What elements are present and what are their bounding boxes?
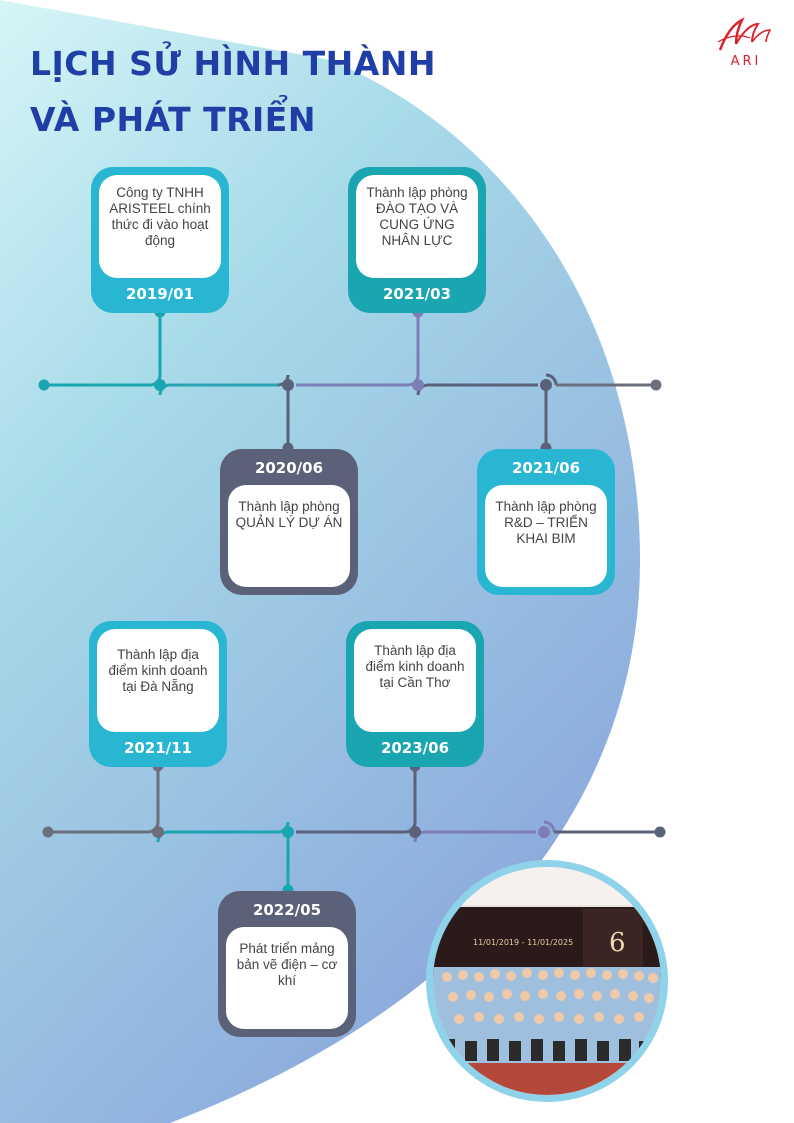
page-title-line-1: LỊCH SỬ HÌNH THÀNH	[30, 44, 436, 83]
milestone-text: Thành lập phòng ĐÀO TẠO VÀ CUNG ỨNG NHÂN…	[356, 175, 478, 278]
milestone-date: 2019/01	[125, 285, 195, 303]
ari-logo-swoosh-icon	[717, 17, 772, 51]
milestone-card-2021-11: Thành lập địa điểm kinh doanh tại Đà Nẵn…	[89, 621, 227, 767]
milestone-text: Thành lập phòng QUẢN LÝ DỰ ÁN	[228, 485, 350, 587]
ari-logo: ARI	[714, 14, 778, 74]
milestone-card-2019-01: Công ty TNHH ARISTEEL chính thức đi vào …	[91, 167, 229, 313]
milestone-text: Phát triển mảng bản vẽ điện – cơ khí	[226, 927, 348, 1029]
milestone-card-2021-06: 2021/06 Thành lập phòng R&D – TRIỂN KHAI…	[477, 449, 615, 595]
milestone-card-2023-06: Thành lập địa điểm kinh doanh tại Cần Th…	[346, 621, 484, 767]
logo-text: ARI	[730, 54, 762, 69]
team-photo: 11/01/2019 - 11/01/2025 6	[426, 860, 668, 1102]
milestone-text: Thành lập phòng R&D – TRIỂN KHAI BIM	[485, 485, 607, 587]
timeline-2	[48, 766, 660, 890]
milestone-text: Công ty TNHH ARISTEEL chính thức đi vào …	[99, 175, 221, 278]
milestone-date: 2021/11	[123, 739, 193, 757]
milestone-date: 2022/05	[252, 901, 322, 919]
milestone-card-2020-06: 2020/06 Thành lập phòng QUẢN LÝ DỰ ÁN	[220, 449, 358, 595]
page-title: LỊCH SỬ HÌNH THÀNH VÀ PHÁT TRIỂN	[30, 36, 436, 148]
milestone-card-2021-03: Thành lập phòng ĐÀO TẠO VÀ CUNG ỨNG NHÂN…	[348, 167, 486, 313]
milestone-date: 2021/03	[382, 285, 452, 303]
milestone-date: 2020/06	[254, 459, 324, 477]
milestone-date: 2021/06	[511, 459, 581, 477]
milestone-text: Thành lập địa điểm kinh doanh tại Cần Th…	[354, 629, 476, 732]
milestone-date: 2023/06	[380, 739, 450, 757]
milestone-card-2022-05: 2022/05 Phát triển mảng bản vẽ điện – cơ…	[218, 891, 356, 1037]
team-photo-illustration: 11/01/2019 - 11/01/2025 6	[433, 867, 661, 1095]
page-title-line-2: VÀ PHÁT TRIỂN	[30, 100, 316, 139]
milestone-text: Thành lập địa điểm kinh doanh tại Đà Nẵn…	[97, 629, 219, 732]
svg-text:6: 6	[609, 928, 626, 958]
svg-text:11/01/2019 - 11/01/2025: 11/01/2019 - 11/01/2025	[473, 938, 573, 947]
